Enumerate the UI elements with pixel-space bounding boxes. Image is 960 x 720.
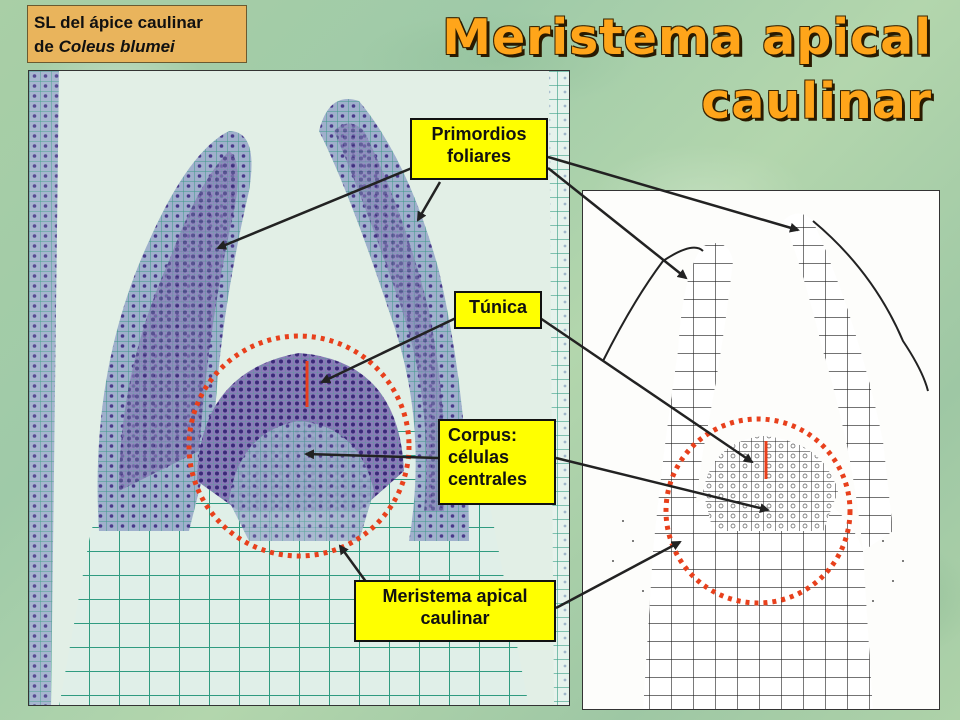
label-tunica: Túnica — [454, 291, 542, 329]
label-primordios-line-1: Primordios — [431, 124, 527, 144]
label-primordios-line-2: foliares — [446, 146, 512, 166]
arrow-primordios-right — [416, 181, 442, 222]
slide-title: Meristema apical caulinar — [442, 6, 932, 134]
arrow-primordios-drawing-left — [547, 167, 688, 280]
label-meristema-line-1: Meristema apical — [382, 586, 528, 606]
label-tunica-text: Túnica — [468, 297, 527, 317]
title-line-1: Meristema apical — [442, 9, 932, 66]
label-primordios-foliares: Primordios foliares — [410, 118, 548, 180]
schematic-drawing-panel — [582, 190, 940, 710]
caption-species: Coleus blumei — [58, 37, 175, 56]
caption-line-1: SL del ápice caulinar — [34, 13, 203, 32]
label-corpus-line-3: centrales — [448, 469, 528, 489]
title-line-2: caulinar — [701, 73, 932, 130]
arrow-meristema-drawing — [555, 540, 682, 610]
arrow-primordios-left — [216, 166, 413, 250]
label-corpus: Corpus: células centrales — [438, 419, 556, 505]
arrow-corpus-drawing — [555, 456, 770, 513]
arrow-tunica-drawing — [539, 316, 754, 464]
label-corpus-line-2: células — [448, 447, 510, 467]
caption-prefix: de — [34, 37, 59, 56]
label-meristema-line-2: caulinar — [420, 608, 490, 628]
caption-line-2: de Coleus blumei — [34, 35, 240, 59]
arrow-tunica-photo — [320, 316, 457, 384]
arrow-corpus-photo — [304, 449, 439, 460]
arrow-primordios-drawing-right — [547, 155, 800, 233]
label-meristema-apical: Meristema apical caulinar — [354, 580, 556, 642]
schematic-drawing — [583, 191, 939, 709]
figure-caption: SL del ápice caulinar de Coleus blumei — [27, 5, 247, 63]
label-corpus-line-1: Corpus: — [448, 425, 517, 445]
